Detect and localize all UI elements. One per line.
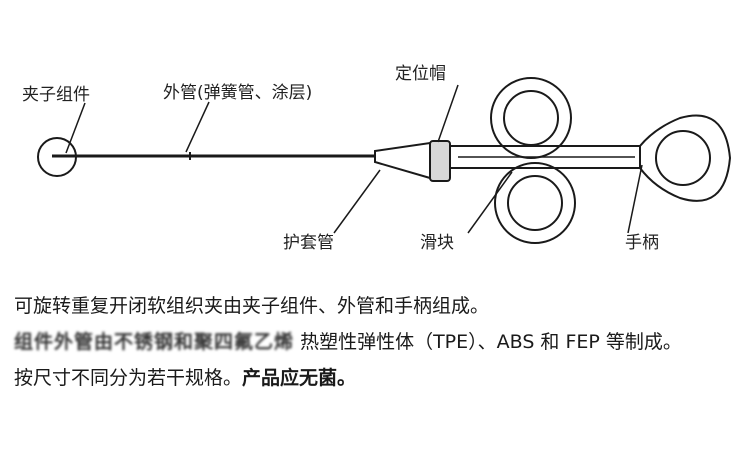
- label-protective-sheath: 护套管: [283, 233, 334, 253]
- label-slider: 滑块: [420, 233, 454, 253]
- label-clip-assembly: 夹子组件: [22, 85, 90, 105]
- label-handle: 手柄: [625, 233, 659, 253]
- handle-ring: [639, 114, 732, 202]
- positioning-cap-body: [429, 140, 451, 182]
- label-positioning-cap: 定位帽: [395, 64, 446, 84]
- description-line-2-text: 热塑性弹性体（TPE）、ABS 和 FEP 等制成。: [300, 331, 682, 353]
- clip-device-diagram: [37, 77, 732, 244]
- protective-sheath: [374, 141, 431, 180]
- description-line-3-text: 按尺寸不同分为若干规格。: [14, 367, 243, 389]
- handle-shaft: [449, 145, 641, 169]
- description-line-3: 按尺寸不同分为若干规格。产品应无菌。: [14, 366, 356, 390]
- description-line-3-bold: 产品应无菌。: [242, 367, 357, 389]
- label-outer-tube: 外管(弹簧管、涂层): [163, 83, 313, 103]
- slider-upper-ring: [490, 77, 572, 159]
- slider-lower-ring: [494, 162, 576, 244]
- description-line-1: 可旋转重复开闭软组织夹由夹子组件、外管和手柄组成。: [14, 295, 490, 317]
- description-line-2: 组件外管由不锈钢和聚四氟乙烯 热塑性弹性体（TPE）、ABS 和 FEP 等制成…: [14, 330, 682, 354]
- description-line-2-blurred: 组件外管由不锈钢和聚四氟乙烯: [14, 331, 295, 353]
